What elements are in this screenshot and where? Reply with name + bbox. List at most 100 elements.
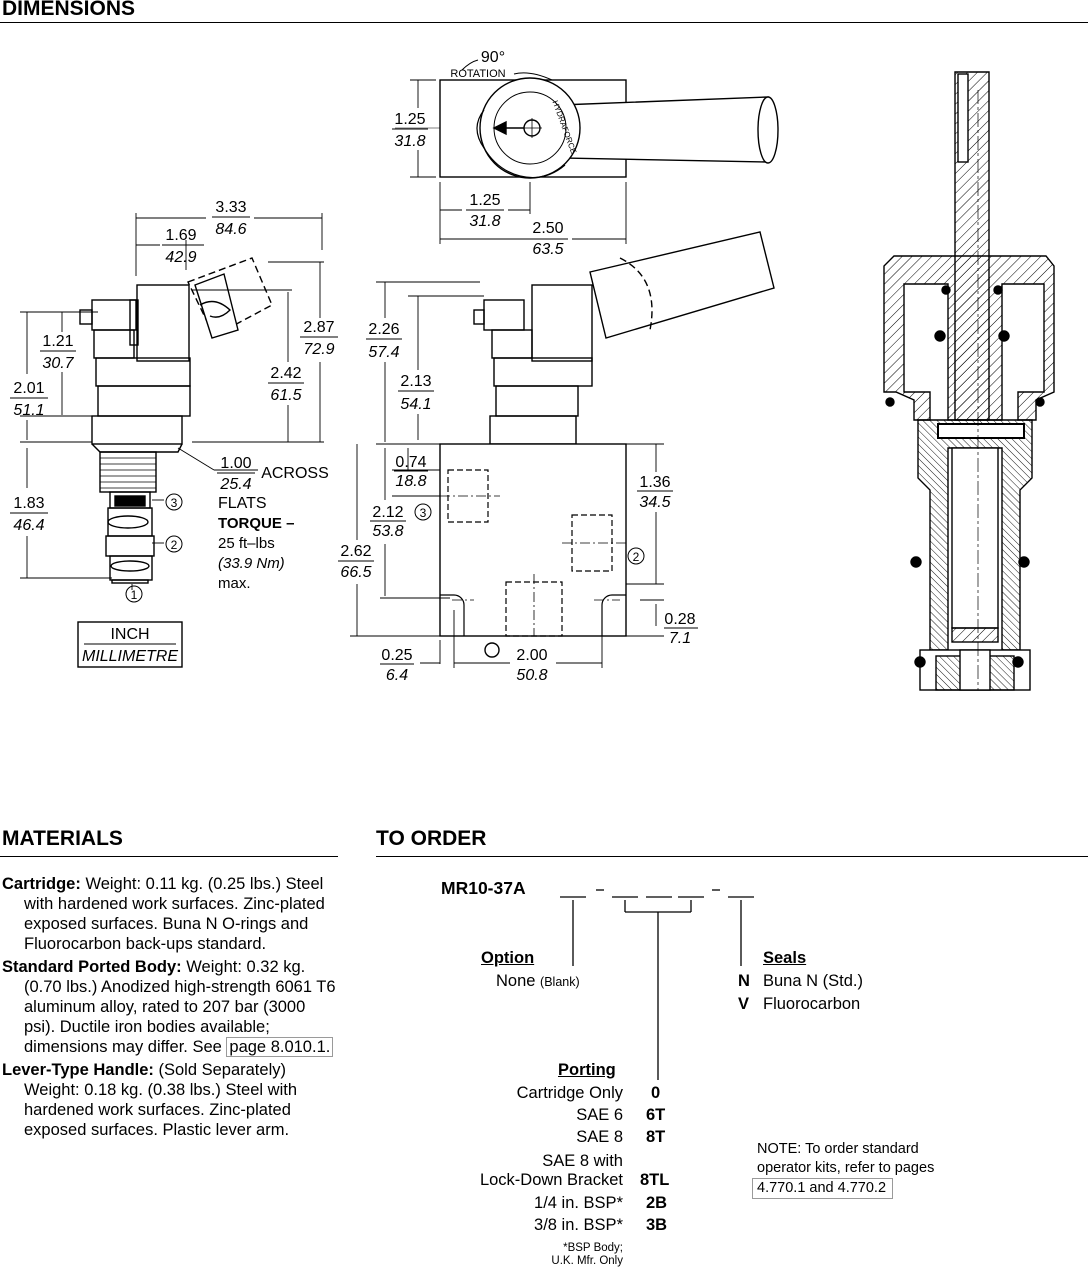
- dim-mm: 66.5: [340, 564, 371, 581]
- middle-view-dims: [350, 281, 664, 668]
- dim-mm: 6.4: [386, 667, 408, 684]
- dim-mm: 46.4: [13, 517, 44, 534]
- dim-inch: 2.00: [516, 647, 547, 664]
- dim-mm: 54.1: [400, 396, 431, 413]
- dim-inch: 2.01: [13, 380, 44, 397]
- dim-inch: 1.83: [13, 495, 44, 512]
- torque-line: max.: [218, 575, 251, 592]
- dim-inch: 1.25: [469, 192, 500, 209]
- dim-inch: 0.25: [381, 647, 412, 664]
- seal-code: V: [738, 995, 750, 1013]
- to-order-title: TO ORDER: [376, 827, 487, 850]
- bsp-note-1: *BSP Body;: [563, 1242, 623, 1254]
- dim-mm: 31.8: [394, 133, 425, 150]
- dim-mm: 34.5: [639, 494, 670, 511]
- dim-inch: 2.87: [303, 319, 334, 336]
- porting-code: 3B: [646, 1216, 668, 1234]
- porting-text: SAE 8: [576, 1128, 623, 1146]
- body-text: Weight: 0.32 kg. (0.70 lbs.) Anodized hi…: [24, 958, 336, 1056]
- legend-inch: INCH: [110, 626, 149, 643]
- top-view-dims: [395, 79, 627, 244]
- seal-text: Buna N (Std.): [763, 972, 863, 990]
- porting-code: 2B: [646, 1194, 668, 1212]
- porting-text: Lock-Down Bracket: [479, 1171, 623, 1189]
- dim-mm: 57.4: [368, 344, 399, 361]
- option-blank: (Blank): [540, 975, 580, 989]
- model-code: MR10-37A: [441, 878, 526, 898]
- port-number: 3: [420, 506, 427, 520]
- dim-mm: 61.5: [270, 387, 301, 404]
- page-link[interactable]: page 8.010.1.: [226, 1037, 334, 1057]
- dim-inch: 0.74: [395, 454, 426, 471]
- dim-mm: 18.8: [395, 473, 426, 490]
- dim-inch: 1.00: [220, 455, 251, 472]
- material-handle: Lever-Type Handle: (Sold Separately) Wei…: [2, 1060, 337, 1140]
- dim-mm: 42.9: [165, 249, 196, 266]
- dim-inch: 1.36: [639, 474, 670, 491]
- dim-mm: 30.7: [42, 355, 74, 372]
- note-pages-link[interactable]: 4.770.1 and 4.770.2: [752, 1178, 894, 1199]
- material-cartridge: Cartridge: Weight: 0.11 kg. (0.25 lbs.) …: [2, 874, 337, 954]
- dim-inch: 2.42: [270, 365, 301, 382]
- option-label: Option: [481, 949, 535, 967]
- seal-code: N: [738, 972, 750, 990]
- dim-inch: 1.25: [394, 111, 425, 128]
- porting-text: SAE 6: [576, 1106, 623, 1124]
- middle-side-view: [439, 231, 775, 658]
- dim-inch: 2.50: [532, 220, 563, 237]
- dim-mm: 31.8: [469, 213, 500, 230]
- to-order-rule: [376, 856, 1088, 857]
- dimensions-rule: [0, 22, 1088, 23]
- handle-label: Lever-Type Handle:: [2, 1061, 154, 1079]
- torque-line: (33.9 Nm): [218, 555, 285, 572]
- port-number: 2: [171, 538, 178, 552]
- port-number: 3: [171, 496, 178, 510]
- port-circles: [125, 493, 645, 603]
- dim-inch: 2.12: [372, 504, 403, 521]
- seal-text: Fluorocarbon: [763, 995, 861, 1013]
- bsp-note-2: U.K. Mfr. Only: [551, 1255, 623, 1267]
- dim-inch: 0.28: [664, 611, 695, 628]
- cartridge-text: Weight: 0.11 kg. (0.25 lbs.) Steel with …: [24, 875, 325, 953]
- dim-mm: 63.5: [532, 241, 563, 258]
- dim-inch: 2.62: [340, 543, 371, 560]
- top-view: [439, 59, 779, 179]
- across-label: ACROSS: [261, 465, 329, 482]
- dimensions-title: DIMENSIONS: [2, 0, 136, 20]
- flats-label: FLATS: [218, 495, 267, 512]
- rotation-label: ROTATION: [450, 68, 505, 80]
- dim-inch: 3.33: [215, 199, 246, 216]
- material-body: Standard Ported Body: Weight: 0.32 kg. (…: [2, 957, 337, 1057]
- section-view: [883, 71, 1055, 691]
- unit-legend-box: [77, 621, 183, 668]
- dim-mm: 53.8: [372, 523, 403, 540]
- option-none-text: None: [496, 972, 536, 990]
- torque-line: 25 ft–lbs: [218, 535, 275, 552]
- dim-inch: 1.21: [42, 333, 73, 350]
- dim-mm: 25.4: [219, 476, 251, 493]
- porting-label: Porting: [558, 1061, 616, 1079]
- dim-mm: 7.1: [669, 630, 691, 647]
- porting-code: 6T: [646, 1106, 666, 1124]
- materials-rule: [0, 856, 338, 857]
- porting-code: 8TL: [640, 1171, 670, 1189]
- option-none: None (Blank): [496, 971, 580, 992]
- porting-code: 8T: [646, 1128, 666, 1146]
- rotation-degrees: 90°: [481, 49, 505, 66]
- dim-inch: 2.13: [400, 373, 431, 390]
- seals-label: Seals: [763, 949, 807, 967]
- note-line-1: NOTE: To order standard: [757, 1141, 919, 1157]
- port-number: 1: [131, 588, 138, 602]
- dim-inch: 1.69: [165, 227, 196, 244]
- note-line-2: operator kits, refer to pages: [757, 1160, 935, 1176]
- body-label: Standard Ported Body:: [2, 958, 182, 976]
- dim-mm: 84.6: [215, 221, 246, 238]
- port-number: 2: [633, 550, 640, 564]
- porting-text: 1/4 in. BSP*: [534, 1194, 623, 1212]
- porting-text: SAE 8 with: [542, 1152, 623, 1170]
- torque-line: TORQUE –: [218, 515, 294, 532]
- left-view-dims: [20, 213, 324, 590]
- dim-inch: 2.26: [368, 321, 399, 338]
- porting-text: 3/8 in. BSP*: [534, 1216, 623, 1234]
- porting-text: Cartridge Only: [516, 1084, 623, 1102]
